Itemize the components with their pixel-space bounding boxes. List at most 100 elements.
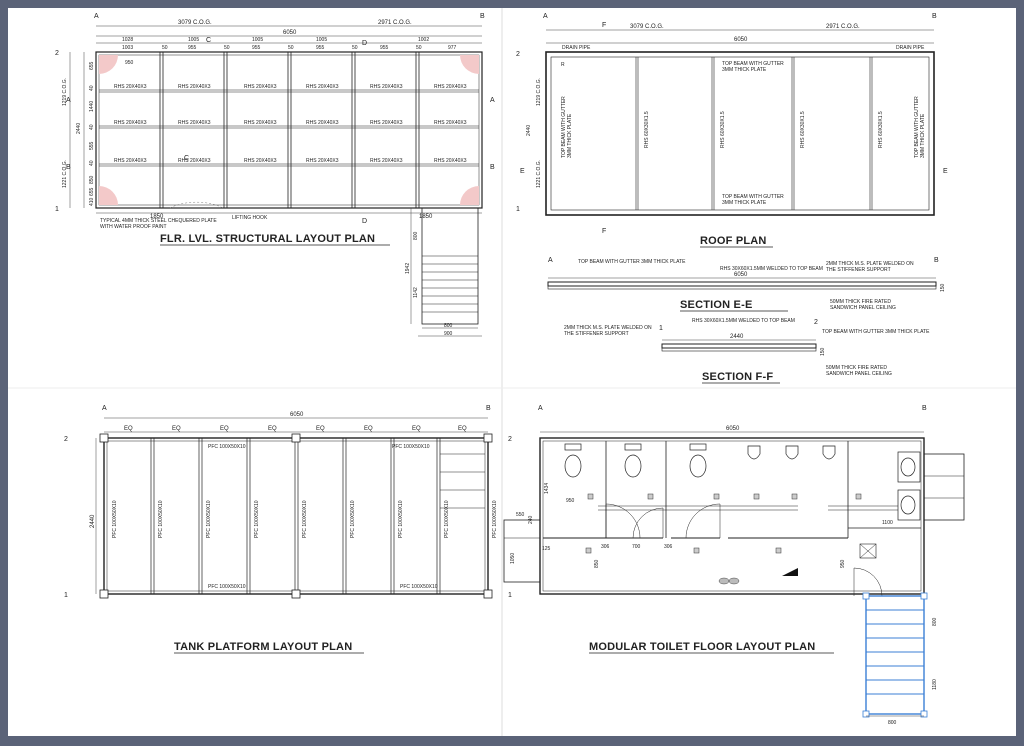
floor-plan-title: FLR. LVL. STRUCTURAL LAYOUT PLAN xyxy=(160,233,375,245)
section-marker-e: E xyxy=(520,168,525,175)
section-marker-d: D xyxy=(362,40,367,47)
basin-bowl xyxy=(900,457,916,477)
dim-clear: 955 xyxy=(380,45,389,51)
dim-equal: EQ xyxy=(268,426,277,432)
dim-toilet: 850 xyxy=(594,559,600,568)
section-f-f: 1 2 RHS 30X60X1.5MM WELDED TO TOP BEAM 2… xyxy=(564,318,930,384)
mat-icon xyxy=(728,577,740,585)
section-marker-c: C xyxy=(184,155,189,162)
pfc-label: PFC 100X50X10 xyxy=(444,500,450,538)
dim-section-height: 150 xyxy=(820,347,826,356)
pfc-label: PFC 100X50X10 xyxy=(392,444,430,450)
corner-casting xyxy=(99,186,118,205)
dim-stair: 800 xyxy=(444,323,453,329)
rhs-label: RHS 20X40X3 xyxy=(178,84,211,90)
top-beam-note: TOP BEAM WITH GUTTER xyxy=(914,96,920,158)
pfc-label: PFC 100X50X10 xyxy=(400,584,438,590)
grid-label-a: A xyxy=(543,13,548,20)
urinal-icon xyxy=(822,445,836,460)
dim-toilet: 1434 xyxy=(544,483,550,494)
shaft-box xyxy=(859,543,877,559)
grid-label-1: 1 xyxy=(516,206,520,213)
section-marker-b: B xyxy=(490,164,495,171)
urinal-icon xyxy=(747,445,761,460)
section-note: 50MM THICK FIRE RATED xyxy=(830,299,891,305)
entrance-stair xyxy=(421,207,479,325)
pfc-label: PFC 100X50X10 xyxy=(492,500,498,538)
dim-toilet: 1050 xyxy=(510,553,516,564)
dim-left: 850 xyxy=(89,175,95,184)
rhs-label: RHS 60X30X1.5 xyxy=(878,111,884,148)
dim-bottom-left: 1850 xyxy=(150,214,164,220)
drain-pipe-note: DRAIN PIPE xyxy=(896,45,925,51)
dim-cog-top: 1219 C.O.G. xyxy=(62,78,68,106)
toilet-bowl-icon xyxy=(689,454,707,478)
grid-label-2: 2 xyxy=(55,50,59,57)
section-f-title: SECTION F-F xyxy=(702,371,773,383)
dim-equal: EQ xyxy=(364,426,373,432)
pfc-label: PFC 100X50X10 xyxy=(208,444,246,450)
rhs-label: RHS 20X40X3 xyxy=(434,158,467,164)
rhs-label: RHS 20X40X3 xyxy=(370,158,403,164)
corner-casting xyxy=(99,55,118,74)
grid-label-a: A xyxy=(538,405,543,412)
grid-label-b: B xyxy=(934,257,939,264)
section-marker-f: F xyxy=(602,22,606,29)
dim-clear: 1003 xyxy=(122,45,133,51)
dim-cog-right: 2971 C.O.G. xyxy=(378,20,412,26)
dim-left: 410 xyxy=(89,197,95,206)
dim-bay: 1005 xyxy=(252,37,263,43)
dim-inner: 950 xyxy=(125,60,134,66)
dim-clear: 955 xyxy=(188,45,197,51)
rhs-label: RHS 20X40X3 xyxy=(306,84,339,90)
rhs-label: RHS 20X40X3 xyxy=(178,120,211,126)
drawing-canvas: A B 2 1 3079 C.O.G. 2971 C.O.G. 6050 102… xyxy=(8,8,1016,736)
dim-clear: 955 xyxy=(252,45,261,51)
pfc-label: PFC 100X50X10 xyxy=(206,500,212,538)
dim-beam: 50 xyxy=(224,45,230,51)
floor-structural-plan: A B 2 1 3079 C.O.G. 2971 C.O.G. 6050 102… xyxy=(55,13,495,337)
dim-width: 2440 xyxy=(526,125,532,136)
section-note: SANDWICH PANEL CEILING xyxy=(826,371,892,377)
section-note: THE STIFFENER SUPPORT xyxy=(564,331,629,337)
dim-bay: 1005 xyxy=(188,37,199,43)
roof-plan-title: ROOF PLAN xyxy=(700,235,767,247)
dim-stair: 800 xyxy=(413,231,419,240)
dim-left: 655 xyxy=(89,61,95,70)
grid-label-1: 1 xyxy=(508,592,512,599)
dim-toilet: 1100 xyxy=(882,520,893,526)
section-note: THE STIFFENER SUPPORT xyxy=(826,267,891,273)
dim-toilet: 306 xyxy=(601,544,610,550)
rhs-label: RHS 20X40X3 xyxy=(434,84,467,90)
rhs-label: RHS 20X40X3 xyxy=(178,158,211,164)
top-beam-note: TOP BEAM WITH GUTTER xyxy=(722,194,784,200)
rhs-label: RHS 60X30X1.5 xyxy=(720,111,726,148)
grid-label-b: B xyxy=(480,13,485,20)
dim-stair: 1942 xyxy=(405,263,411,274)
blue-entrance-stair xyxy=(865,595,925,715)
grid-label-2: 2 xyxy=(508,436,512,443)
section-note: TOP BEAM WITH GUTTER 3MM THICK PLATE xyxy=(578,259,686,265)
section-e-e: A B TOP BEAM WITH GUTTER 3MM THICK PLATE… xyxy=(547,257,946,312)
section-marker-d: D xyxy=(362,218,367,225)
dim-cog-left: 3079 C.O.G. xyxy=(630,24,664,30)
pfc-label: PFC 100X50X10 xyxy=(254,500,260,538)
dim-bay: 1005 xyxy=(316,37,327,43)
grid-label-1: 1 xyxy=(64,592,68,599)
side-step xyxy=(503,519,541,583)
dim-bay: 1028 xyxy=(122,37,133,43)
dim-equal: EQ xyxy=(316,426,325,432)
rhs-label: RHS 20X40X3 xyxy=(244,120,277,126)
dim-toilet: 240 xyxy=(528,515,534,524)
section-e-title: SECTION E-E xyxy=(680,299,753,311)
roof-plan: A B 2 1 F F E E 3079 C.O.G. 2971 C.O.G. … xyxy=(516,13,948,248)
dim-left: 40 xyxy=(89,124,95,130)
grid-label-2: 2 xyxy=(814,319,818,326)
grid-label-2: 2 xyxy=(64,436,68,443)
rhs-label: RHS 20X40X3 xyxy=(114,158,147,164)
dim-beam: 50 xyxy=(288,45,294,51)
dim-beam: 50 xyxy=(416,45,422,51)
dim-toilet: 306 xyxy=(664,544,673,550)
grid-label-a: A xyxy=(94,13,99,20)
corner-casting xyxy=(460,186,479,205)
